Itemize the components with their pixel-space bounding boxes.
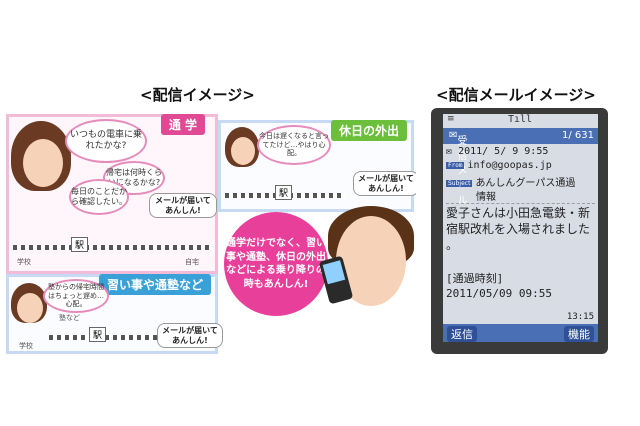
lessons-mail-note: メールが届いてあんしん! bbox=[157, 323, 223, 349]
mother-face-illustration bbox=[23, 139, 63, 187]
safety-message-text: 通学だけでなく、習い事や通塾、休日の外出などによる乗り降りの時もあんしん! bbox=[226, 238, 326, 290]
delivery-image-heading: <配信イメージ> bbox=[140, 86, 255, 104]
mobile-phone-frame: ≡ Tıll ✉ 受信メール 1/ 631 ✉ 2011/ 5/ 9 9:55 … bbox=[431, 108, 608, 354]
divider bbox=[446, 203, 595, 204]
lessons-panel: 習い事や通塾など 塾からの帰宅時間はちょっと遅め…心配。 塾など 学校 駅 メー… bbox=[6, 274, 223, 354]
mother-face-illustration bbox=[231, 137, 255, 165]
phone-screen: ≡ Tıll ✉ 受信メール 1/ 631 ✉ 2011/ 5/ 9 9:55 … bbox=[443, 114, 598, 342]
mail-arrived-note: メールが届いてあんしん! bbox=[149, 193, 217, 219]
holiday-thought-bubble: 今日は遅くなると言ってたけど…やはり心配。 bbox=[257, 125, 331, 165]
soft-key-bar: 返信 機能 bbox=[443, 324, 598, 342]
pass-time-value: 2011/05/09 09:55 bbox=[446, 287, 552, 300]
lessons-station-label: 駅 bbox=[89, 327, 107, 342]
delivery-illustration: 通 学 いつもの電車に乗れたかな? 帰宅は何時くらいになるかな? 毎日のことだか… bbox=[6, 108, 416, 356]
mail-body-line-2: 宿駅改札を入場されました bbox=[446, 222, 591, 236]
received-mail-title: ✉ 受信メール bbox=[449, 130, 468, 207]
mail-date: ✉ 2011/ 5/ 9 9:55 bbox=[446, 146, 549, 157]
thought-bubble-1: いつもの電車に乗れたかな? bbox=[65, 119, 147, 163]
signal-strength-icon: Tıll bbox=[508, 114, 533, 125]
thought-bubble-3: 毎日のことだから確認したい。 bbox=[69, 179, 129, 215]
lessons-thought-bubble: 塾からの帰宅時間はちょっと遅め…心配。 bbox=[43, 279, 109, 313]
holiday-title: 休日の外出 bbox=[330, 120, 407, 141]
holiday-panel: 休日の外出 今日は遅くなると言ってたけど…やはり心配。 メールが届いてあんしん!… bbox=[218, 120, 416, 212]
menu-icon: ≡ bbox=[447, 114, 455, 124]
holiday-station-label: 駅 bbox=[275, 185, 293, 200]
juku-label: 塾など bbox=[59, 314, 80, 322]
status-bar: ≡ Tıll bbox=[443, 114, 598, 126]
school-label: 学校 bbox=[17, 258, 31, 266]
holiday-mail-note: メールが届いてあんしん! bbox=[353, 171, 416, 197]
clock: 13:15 bbox=[566, 312, 594, 322]
delivery-mail-image-heading: <配信メールイメージ> bbox=[436, 86, 596, 104]
commute-title: 通 学 bbox=[160, 114, 205, 135]
mail-body-line-3: 。 bbox=[446, 238, 459, 252]
lessons-school-label: 学校 bbox=[19, 342, 33, 350]
home-label: 自宅 bbox=[185, 258, 199, 266]
station-label: 駅 bbox=[71, 237, 89, 252]
commute-panel: 通 学 いつもの電車に乗れたかな? 帰宅は何時くらいになるかな? 毎日のことだか… bbox=[6, 114, 218, 274]
railway-track bbox=[13, 245, 213, 250]
mother-face-illustration bbox=[17, 293, 43, 323]
subject-tag: Subject bbox=[446, 179, 473, 187]
reply-button[interactable]: 返信 bbox=[447, 326, 477, 342]
mail-body-line-1: 愛子さんは小田急電鉄・新 bbox=[446, 206, 591, 220]
pass-time-label: [通過時刻] bbox=[446, 272, 504, 285]
mail-count: 1/ 631 bbox=[562, 130, 594, 141]
envelope-icon: ✉ bbox=[446, 146, 453, 157]
mail-subject-line2: 情報 bbox=[476, 192, 496, 203]
from-tag: From bbox=[446, 161, 465, 169]
lessons-title: 習い事や通塾など bbox=[98, 274, 211, 295]
safety-message-circle: 通学だけでなく、習い事や通塾、休日の外出などによる乗り降りの時もあんしん! bbox=[224, 212, 328, 316]
function-button[interactable]: 機能 bbox=[564, 326, 594, 342]
mail-title-bar: ✉ 受信メール 1/ 631 bbox=[443, 128, 598, 207]
